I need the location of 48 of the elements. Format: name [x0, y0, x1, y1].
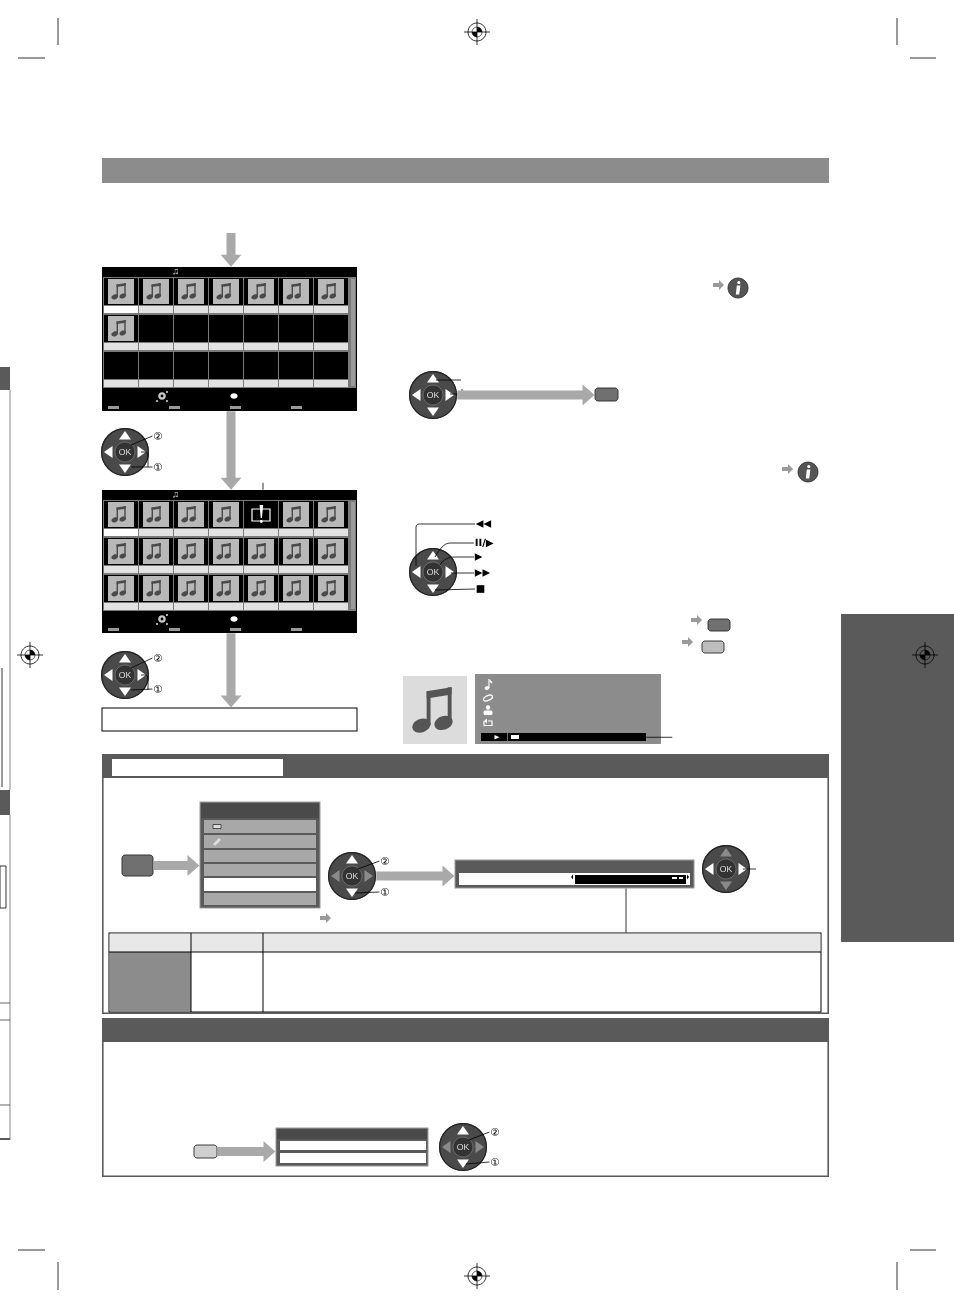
outlined-box [101, 707, 358, 732]
callout-number: ② [381, 857, 389, 865]
leader-line [354, 891, 380, 894]
d-pad: OK [409, 548, 457, 596]
remote-button [193, 1144, 218, 1159]
table [108, 932, 822, 1013]
d-pad: OK [328, 852, 376, 900]
leader-line [435, 379, 462, 381]
tv-screen [102, 490, 357, 633]
playback-symbol: II/▶ [475, 538, 494, 548]
leader-line [130, 674, 153, 691]
playback-symbol: ▶▶ [474, 569, 491, 577]
callout-number: ② [491, 1128, 499, 1136]
callout-number: ① [491, 1158, 499, 1166]
leader-line [742, 868, 757, 870]
leader-line [465, 1161, 490, 1165]
leader-line [434, 588, 476, 591]
playback-symbol: ▶ [474, 553, 483, 561]
callout-number: ② [154, 654, 162, 662]
d-pad: OK [101, 428, 149, 476]
playback-symbol: ■ [476, 585, 485, 593]
settings-bar [454, 859, 695, 889]
leader-line [130, 657, 153, 669]
d-pad: OK [702, 845, 750, 893]
d-pad: OK [439, 1123, 487, 1171]
tv-screen [102, 267, 357, 411]
leader-line [357, 860, 380, 870]
callout-number: ① [154, 463, 162, 471]
menu-screen [275, 1127, 429, 1167]
leader-line [434, 542, 475, 558]
callout-number: ② [154, 432, 162, 440]
leader-line [645, 736, 673, 738]
leader-line [130, 451, 153, 468]
leader-line [468, 1131, 490, 1141]
leader-line [625, 888, 627, 933]
leader-line [415, 523, 476, 567]
leader-line [439, 556, 475, 566]
remote-button [594, 387, 619, 402]
callout-number: ① [381, 888, 389, 896]
playback-symbol: ◀◀ [475, 520, 492, 528]
leader-line [130, 435, 153, 446]
leader-line [262, 482, 264, 491]
d-pad: OK [101, 651, 149, 699]
remote-button [121, 854, 154, 877]
leader-line [450, 572, 475, 574]
leader-line [449, 388, 463, 395]
d-pad: OK [409, 371, 457, 419]
callout-number: ① [154, 685, 162, 693]
